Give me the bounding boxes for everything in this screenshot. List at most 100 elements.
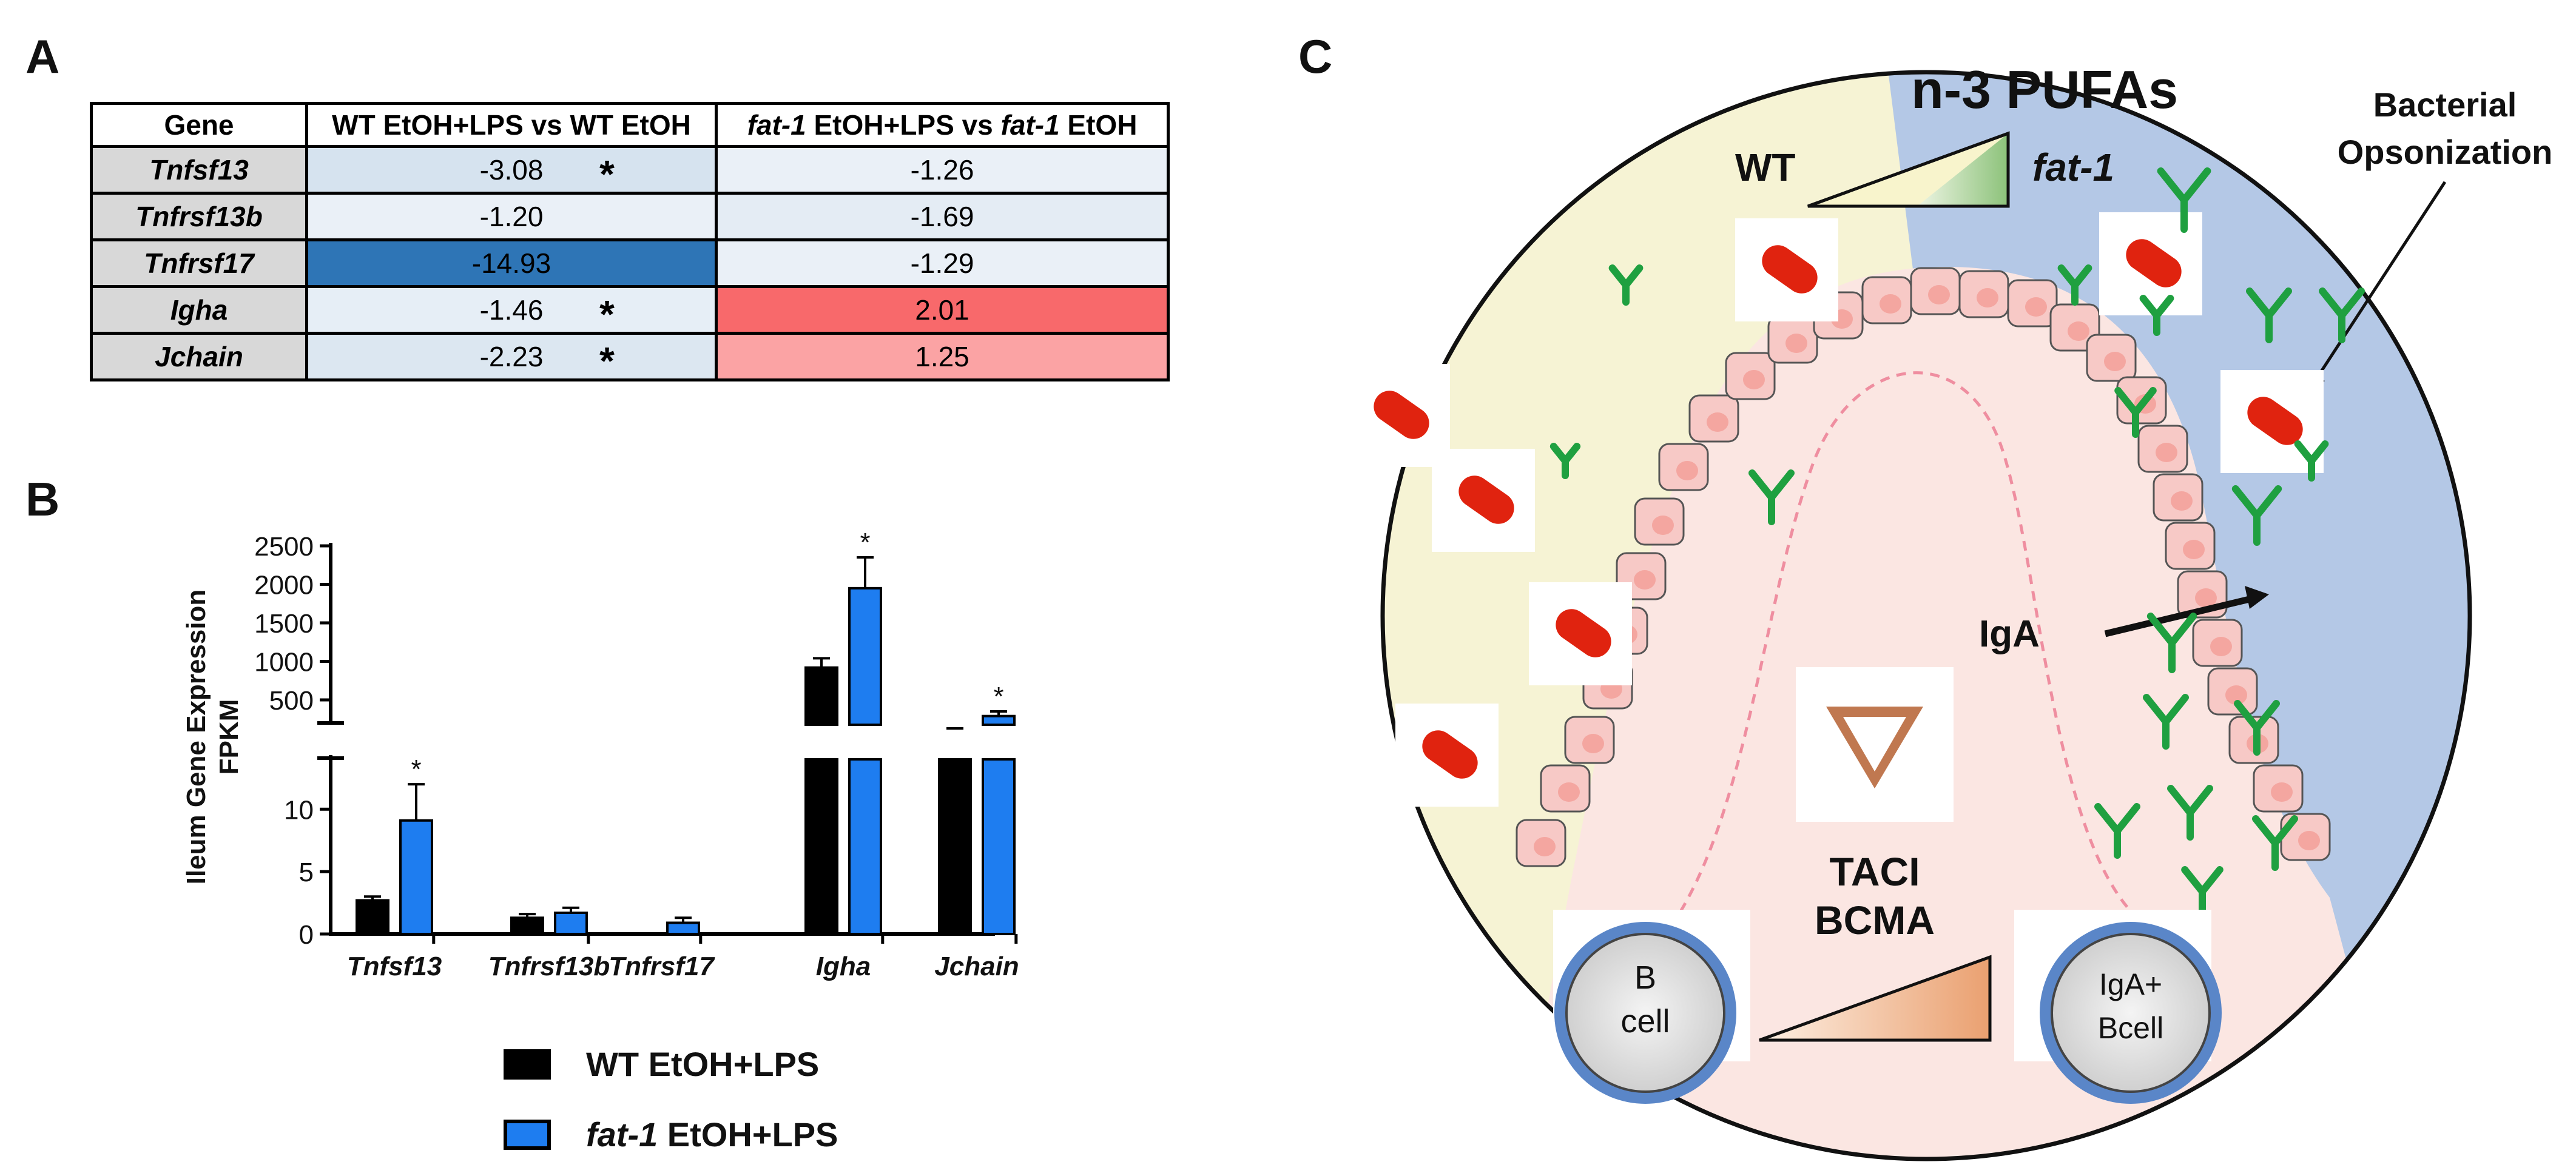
cell-nucleus	[2210, 637, 2232, 656]
epithelial-cell	[2253, 764, 2304, 813]
fat1-italic-label: fat-1	[747, 109, 806, 141]
bacterium	[1374, 391, 1429, 439]
antibody	[2294, 440, 2329, 482]
x-tick-label: Jchain	[934, 952, 1019, 981]
header-mid-text: EtOH+LPS vs	[806, 109, 1001, 141]
cell-nucleus	[1676, 461, 1698, 480]
pufa-gradient-outline	[1807, 131, 2010, 208]
antibody-shape	[1748, 469, 1795, 525]
antibody	[2057, 264, 2092, 306]
significance-star: *	[599, 292, 615, 336]
x-tick-label: Tnfrsf17	[609, 952, 715, 981]
bacterium	[1762, 245, 1818, 294]
receptor-icon	[1826, 707, 1923, 788]
antibody-shape	[2231, 485, 2282, 546]
panel-label-c: C	[1298, 30, 1333, 83]
y-tick-label: 1500	[254, 609, 314, 639]
epithelial-cell	[1516, 819, 1566, 867]
cell-nucleus	[1634, 570, 1656, 590]
iga-label: IgA	[1979, 613, 2040, 655]
epithelial-cell	[1767, 315, 1818, 364]
epithelial-cell	[2007, 279, 2058, 328]
legend-fat1-italic: fat-1	[586, 1115, 658, 1154]
epithelial-cell	[1861, 276, 1912, 324]
antibody-shape	[2234, 700, 2280, 756]
bacterium	[2126, 239, 2182, 287]
opsonization-arrow-line	[2308, 181, 2447, 389]
cell-nucleus	[1977, 288, 1998, 307]
cell-nucleus	[1534, 837, 1556, 856]
cell-nucleus	[1785, 334, 1807, 353]
b-cell-label-line2: cell	[1620, 1003, 1670, 1040]
chart-bars: ***	[356, 528, 1016, 936]
column-header-fat1: fat-1 EtOH+LPS vs fat-1 EtOH	[715, 102, 1170, 148]
epithelial-cell	[2165, 522, 2216, 570]
antibody-shape	[2143, 694, 2189, 750]
bacterial-label-line1: Bacterial	[2373, 86, 2517, 124]
antibody-shape	[2139, 295, 2174, 336]
y-axis-label-line1: Ileum Gene Expression	[181, 590, 211, 885]
epithelial-cells	[1516, 267, 2331, 867]
antibody-shape	[1608, 264, 1644, 306]
epithelial-cell	[1540, 764, 1591, 813]
y-tick-label: 2500	[254, 532, 314, 562]
antibody-shape	[2167, 785, 2213, 841]
epithelial-cell	[1688, 394, 1739, 443]
significance-star: *	[599, 339, 615, 383]
antibody-shape	[2146, 613, 2197, 673]
bar-fat1-tnfsf13	[399, 819, 433, 936]
cell-nucleus	[1880, 294, 1901, 314]
bacterium	[1556, 609, 1611, 657]
cell-nucleus	[2225, 685, 2247, 705]
table-row: Tnfrsf13b-1.20-1.69	[90, 192, 1170, 241]
y-tick-label: 2000	[254, 571, 314, 600]
epithelial-cell	[1564, 716, 1615, 764]
receptor-icon-box	[1796, 667, 1954, 822]
bacterium-box	[1735, 218, 1838, 321]
cell-nucleus	[2156, 443, 2177, 462]
iga-b-cell-label-line1: IgA+	[2099, 967, 2162, 1001]
iga-arrow-line	[2104, 594, 2258, 637]
wt-fold-change-value: -1.20	[479, 201, 544, 232]
wt-fold-change-cell: -3.08*	[305, 145, 718, 196]
epithelial-cell	[2153, 473, 2203, 522]
cell-nucleus	[1928, 285, 1950, 304]
legend-fat1-rest: EtOH+LPS	[658, 1115, 838, 1154]
epithelial-cell	[2049, 303, 2100, 352]
cell-nucleus	[2104, 352, 2126, 371]
cell-nucleus	[1582, 734, 1604, 753]
bar-fat1-tnfrsf17	[666, 921, 700, 936]
fat1-label: fat-1	[2032, 146, 2114, 189]
cell-nucleus	[2068, 321, 2089, 341]
epithelial-cell	[1958, 270, 2009, 318]
legend-swatch-wt	[504, 1049, 551, 1080]
antibody-shape	[2157, 167, 2211, 233]
fat1-fold-change-cell: 1.25	[715, 332, 1170, 381]
bar-wt-jchain-lower	[938, 758, 972, 935]
epithelial-cell	[2207, 667, 2258, 716]
cell-nucleus	[2298, 831, 2320, 850]
antibody	[2094, 803, 2140, 859]
wt-fold-change-value: -1.46	[479, 294, 544, 326]
table-row: Tnfrsf17-14.93-1.29	[90, 238, 1170, 288]
chart-axes	[317, 543, 1018, 944]
x-tick-label: Tnfsf13	[347, 952, 442, 981]
epithelial-cell	[2192, 619, 2243, 667]
antibody	[2231, 485, 2282, 546]
wt-fold-change-value: -14.93	[471, 247, 551, 279]
antibody	[2252, 815, 2298, 871]
wt-fold-change-cell: -1.46 *	[305, 285, 718, 336]
column-header-wt: WT EtOH+LPS vs WT EtOH	[305, 102, 718, 148]
b-cell-label-line1: B	[1634, 959, 1656, 996]
legend-swatch-fat1	[504, 1120, 551, 1150]
antibody-shape	[2057, 264, 2092, 306]
b-cell	[1565, 933, 1725, 1093]
pufa-gradient-fat1	[1917, 133, 2008, 206]
bcma-label: BCMA	[1815, 898, 1935, 942]
antibody	[2157, 167, 2211, 233]
bar-fat1-jchain-upper	[982, 714, 1016, 727]
bacterium-box	[2099, 212, 2202, 315]
significance-star: *	[599, 152, 615, 196]
